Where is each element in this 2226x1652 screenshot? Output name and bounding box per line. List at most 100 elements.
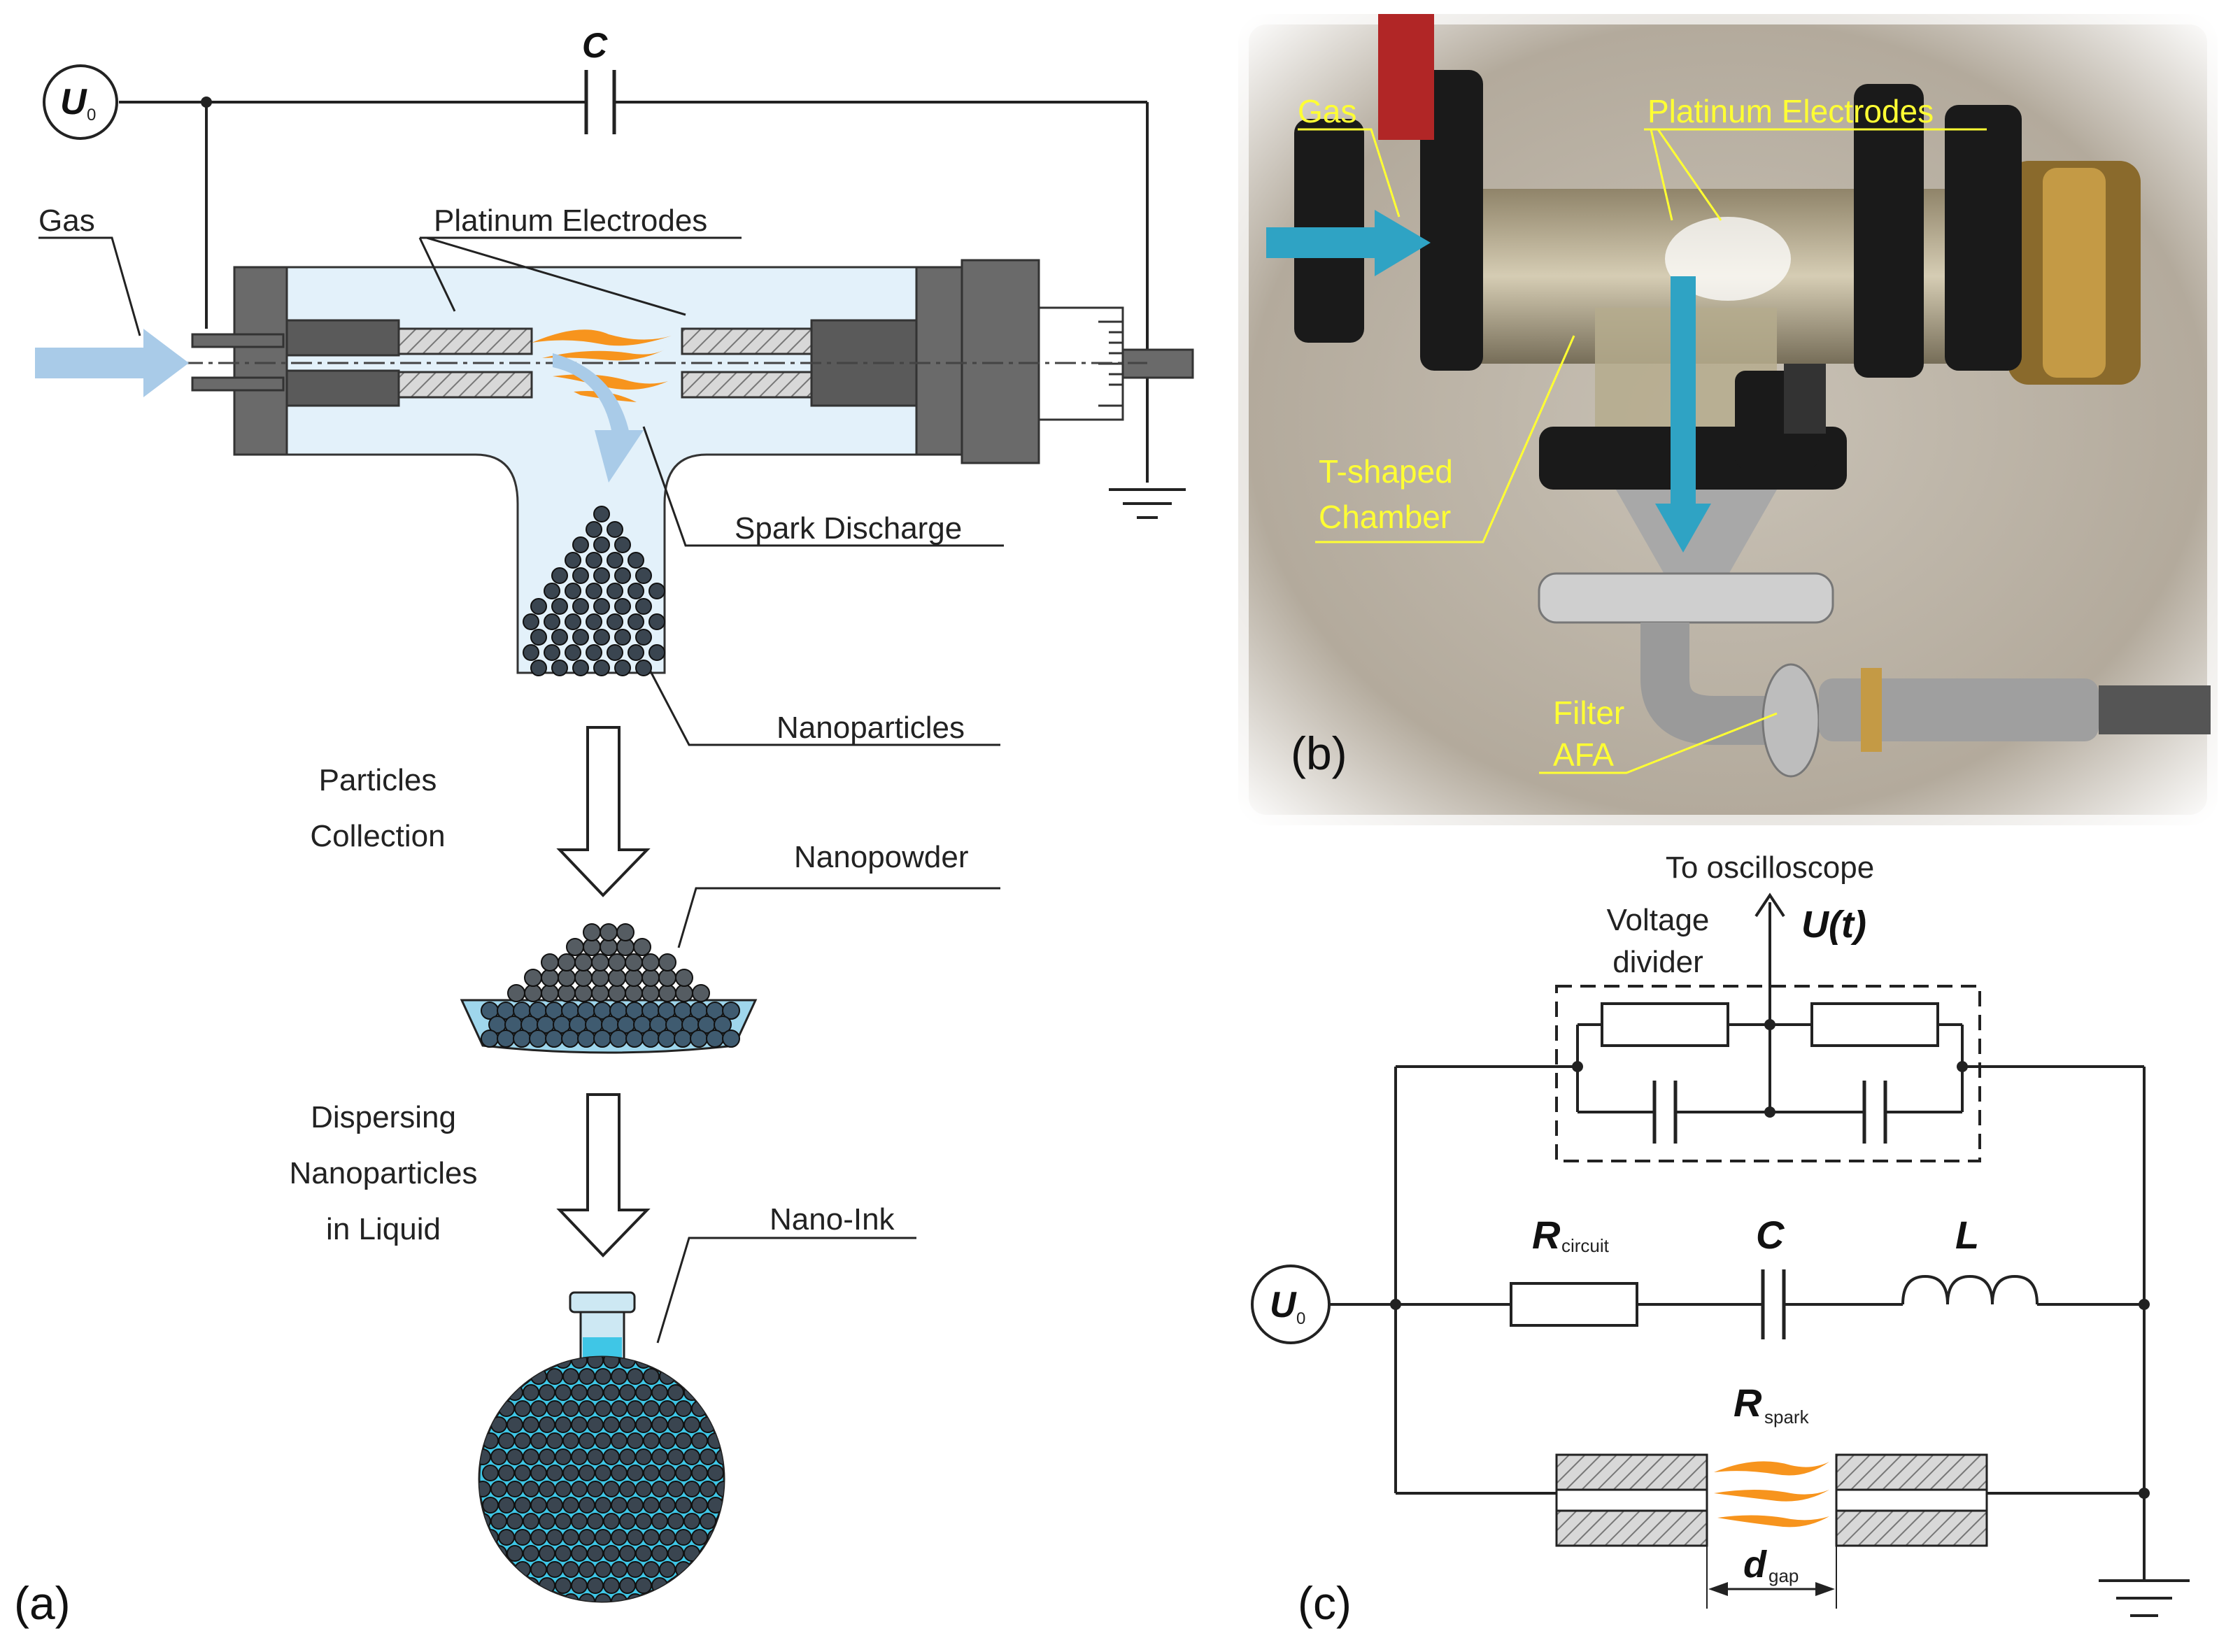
particle	[530, 1529, 547, 1546]
particle	[523, 1384, 539, 1401]
particle	[658, 969, 676, 987]
particle	[565, 644, 581, 661]
particle	[479, 1357, 491, 1369]
particle	[579, 1400, 595, 1417]
particle	[562, 1497, 579, 1514]
particle	[490, 1357, 507, 1369]
particle	[667, 1513, 684, 1530]
particle	[514, 1561, 531, 1578]
particle	[546, 1368, 563, 1385]
particle	[611, 1368, 628, 1385]
particle	[603, 1513, 620, 1530]
particle	[506, 1513, 523, 1530]
particle	[595, 1529, 611, 1546]
particle	[595, 1400, 611, 1417]
particle	[723, 1497, 724, 1514]
particle	[506, 1577, 523, 1594]
particle	[546, 1529, 563, 1546]
particle	[571, 1416, 588, 1433]
particle	[587, 1513, 604, 1530]
particle	[579, 1497, 595, 1514]
particle	[513, 1030, 531, 1048]
collection-line-2: Collection	[310, 819, 445, 853]
r-circuit-label: R circuit	[1532, 1213, 1610, 1257]
particle	[593, 660, 610, 676]
particle	[611, 1561, 628, 1578]
ground-symbol	[1109, 488, 1186, 519]
particle	[643, 1497, 660, 1514]
particle	[530, 1561, 547, 1578]
particle	[523, 1545, 539, 1562]
particle	[628, 583, 644, 599]
particle	[643, 1465, 660, 1481]
particle	[479, 1545, 491, 1562]
particle	[539, 1357, 555, 1369]
particle	[506, 1448, 523, 1465]
particle	[555, 1384, 572, 1401]
chamber	[191, 259, 1194, 674]
particle	[572, 536, 589, 553]
particle	[574, 984, 593, 1002]
particle	[479, 1384, 491, 1401]
particle	[691, 1529, 708, 1546]
particle	[562, 1432, 579, 1449]
particle	[716, 1481, 724, 1497]
particle	[587, 1384, 604, 1401]
particle	[579, 1593, 595, 1602]
particle	[539, 1513, 555, 1530]
particle	[675, 1432, 692, 1449]
particle	[722, 1030, 740, 1048]
chamber-line-1: T-shaped	[1319, 453, 1453, 490]
particle	[651, 1545, 668, 1562]
particle	[551, 629, 568, 646]
particle	[546, 1400, 563, 1417]
particle	[723, 1368, 724, 1385]
particle	[619, 1577, 636, 1594]
particle	[593, 598, 610, 615]
particle	[723, 1529, 724, 1546]
particle	[635, 1545, 652, 1562]
particle	[714, 1016, 732, 1034]
particle	[627, 1400, 644, 1417]
particle	[544, 583, 560, 599]
capacitor-label: C	[582, 26, 608, 65]
particle	[683, 1448, 700, 1465]
particle	[546, 1465, 563, 1481]
platinum-electrodes	[182, 327, 1147, 399]
svg-text:R: R	[1734, 1381, 1762, 1425]
particle	[498, 1368, 515, 1385]
panel-c-label: (c)	[1298, 1577, 1352, 1629]
particle	[716, 1545, 724, 1562]
particle	[603, 1545, 620, 1562]
particle	[603, 1416, 620, 1433]
particle	[607, 583, 623, 599]
particle	[625, 1030, 644, 1048]
particle	[651, 1577, 668, 1594]
particle	[514, 1465, 531, 1481]
particle	[641, 984, 660, 1002]
particle	[619, 1513, 636, 1530]
gas-arrow-a	[35, 329, 189, 397]
particle	[603, 1481, 620, 1497]
particle	[539, 1577, 555, 1594]
particle	[716, 1357, 724, 1369]
filter-line-2: AFA	[1553, 736, 1614, 773]
dispersing-line-2: Nanoparticles	[289, 1156, 477, 1190]
chamber-line-2: Chamber	[1319, 499, 1451, 535]
particle	[683, 1545, 700, 1562]
particle	[619, 1448, 636, 1465]
particle	[572, 567, 589, 584]
particle	[608, 953, 626, 971]
particle	[498, 1529, 515, 1546]
svg-text:U: U	[60, 82, 87, 122]
particle	[603, 1577, 620, 1594]
panel-b-photo: Gas Platinum Electrodes T-shaped Chamber…	[1228, 3, 2226, 836]
top-circuit-wires	[119, 70, 1149, 483]
svg-text:circuit: circuit	[1561, 1235, 1610, 1256]
particle	[675, 1529, 692, 1546]
particle	[530, 1400, 547, 1417]
particle	[674, 1030, 692, 1048]
particle	[514, 1400, 531, 1417]
particle	[707, 1432, 724, 1449]
